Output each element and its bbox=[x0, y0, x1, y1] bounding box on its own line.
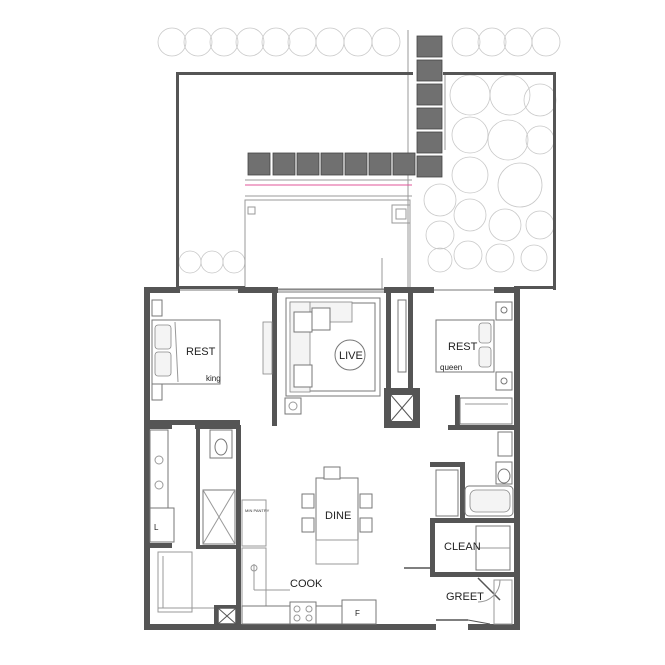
room-label-live: LIVE bbox=[339, 350, 363, 362]
room-label-cook: COOK bbox=[290, 578, 323, 590]
room-label-rest-right: REST bbox=[448, 341, 478, 353]
bed-size-king: king bbox=[206, 374, 221, 383]
hall-closet-left bbox=[157, 551, 214, 613]
patio bbox=[244, 199, 411, 291]
queen-bed bbox=[397, 299, 513, 391]
closet-right bbox=[459, 397, 513, 425]
label-fridge: F bbox=[355, 609, 360, 618]
room-label-dine: DINE bbox=[325, 510, 351, 522]
paving-stones-vertical bbox=[416, 35, 443, 178]
room-label-rest-left: REST bbox=[186, 346, 216, 358]
bushes-left bbox=[178, 250, 246, 274]
living-room-furniture bbox=[262, 297, 381, 415]
tree-canopy-right bbox=[423, 74, 557, 273]
king-bed bbox=[151, 299, 221, 401]
bed-size-queen: queen bbox=[440, 363, 462, 372]
paving-stones-horizontal bbox=[247, 152, 416, 176]
label-laundry: L bbox=[154, 523, 159, 532]
room-label-greet: GREET bbox=[446, 591, 484, 603]
bath-left bbox=[149, 429, 236, 545]
yard-walls bbox=[176, 72, 556, 290]
dining-table bbox=[301, 466, 373, 565]
label-pantry: MIN PANTRY bbox=[245, 508, 270, 513]
clean-room bbox=[475, 525, 511, 571]
bath-right bbox=[435, 431, 514, 517]
tree-canopy-top bbox=[157, 27, 561, 57]
room-label-clean: CLEAN bbox=[444, 541, 481, 553]
utility-chase bbox=[217, 393, 415, 625]
entry bbox=[404, 567, 513, 625]
windows-top bbox=[180, 288, 494, 293]
kitchen bbox=[241, 499, 377, 625]
